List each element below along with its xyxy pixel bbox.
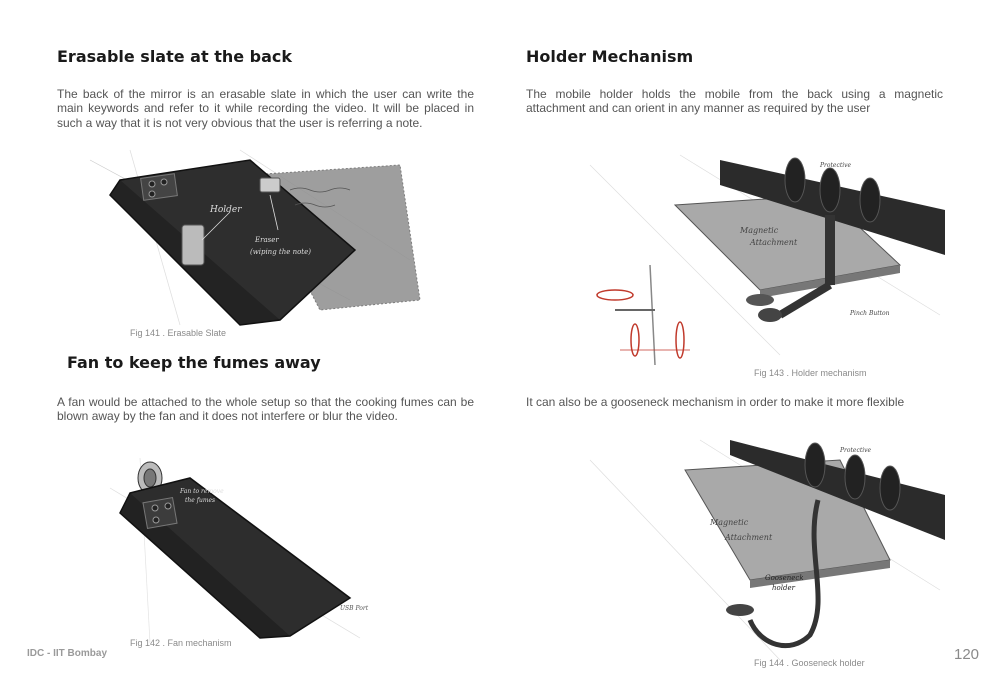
svg-text:Attachment: Attachment [724,533,773,542]
fan-mechanism-illustration: Fan to remove the fumes USB Port [109,457,369,644]
holder-mechanism-illustration: Magnetic Attachment Protective Pinch But… [589,154,945,366]
svg-text:Eraser: Eraser [254,236,279,244]
svg-text:Protective: Protective [839,447,872,454]
svg-text:Pinch Button: Pinch Button [849,310,890,317]
section-title-holder-mechanism: Holder Mechanism [526,47,694,66]
svg-text:Holder: Holder [209,205,242,215]
section-title-erasable-slate: Erasable slate at the back [57,47,293,66]
svg-text:Attachment: Attachment [749,238,798,247]
svg-text:Gooseneck: Gooseneck [765,574,804,582]
gooseneck-holder-illustration: Magnetic Attachment Gooseneck holder Pro… [589,439,945,661]
caption-fig-144: Fig 144 . Gooseneck holder [754,658,865,668]
svg-text:holder: holder [772,584,796,592]
svg-text:USB Port: USB Port [340,605,369,612]
caption-fig-141: Fig 141 . Erasable Slate [130,328,227,338]
footer-institute: IDC - IIT Bombay [27,648,108,659]
erasable-slate-illustration: Holder Eraser (wiping the note) [89,149,421,326]
page-number: 120 [954,646,980,663]
caption-fig-143: Fig 143 . Holder mechanism [754,368,867,378]
svg-text:Magnetic: Magnetic [739,226,779,235]
svg-text:the fumes: the fumes [185,497,215,504]
svg-text:Protective: Protective [819,162,852,169]
paragraph-erasable-slate: The back of the mirror is an erasable sl… [57,87,474,130]
section-title-fan: Fan to keep the fumes away [67,353,321,372]
paragraph-holder-mechanism: The mobile holder holds the mobile from … [526,87,943,116]
svg-text:(wiping the note): (wiping the note) [250,248,311,256]
svg-text:Magnetic: Magnetic [709,518,749,527]
svg-text:Fan to remove: Fan to remove [179,488,224,495]
paragraph-gooseneck: It can also be a gooseneck mechanism in … [526,395,905,409]
caption-fig-142: Fig 142 . Fan mechanism [130,638,232,648]
paragraph-fan: A fan would be attached to the whole set… [57,395,474,424]
